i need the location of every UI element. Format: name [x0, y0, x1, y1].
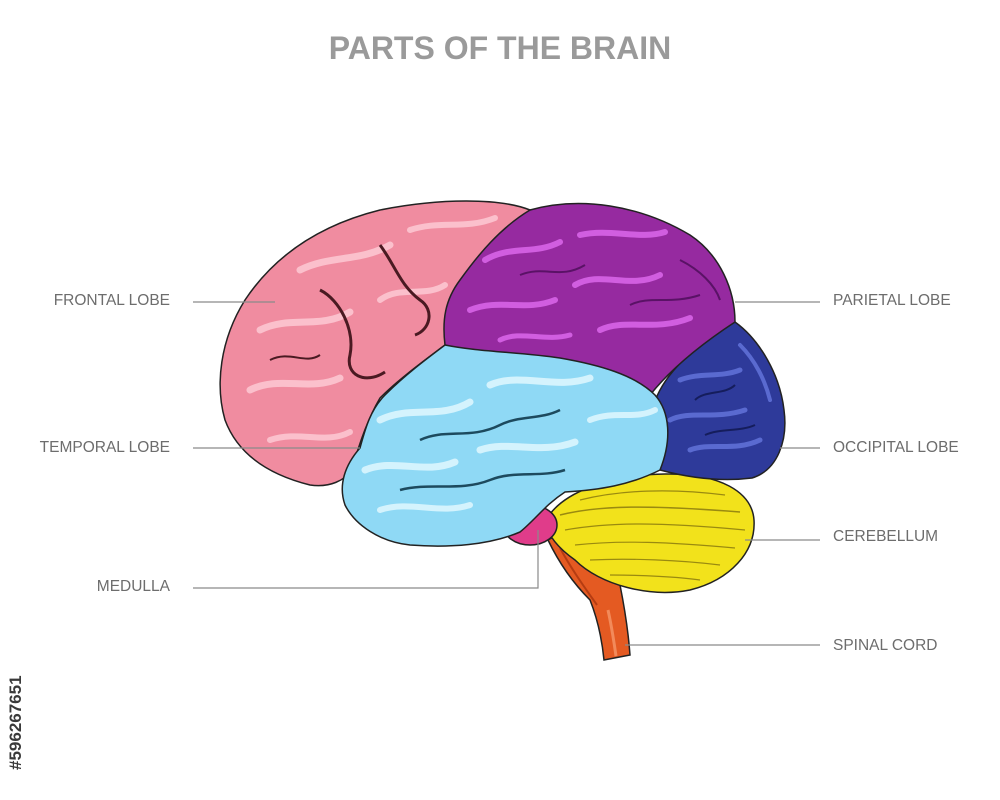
cerebellum-region — [544, 473, 755, 594]
parietal-lobe-label: PARIETAL LOBE — [833, 292, 951, 309]
stock-id-watermark: #596267651 — [4, 560, 25, 770]
medulla-leader — [193, 530, 539, 589]
spinal-cord-label: SPINAL CORD — [833, 637, 938, 654]
stock-id-text: #596267651 — [6, 675, 25, 770]
temporal-lobe-region — [341, 344, 669, 547]
frontal-lobe-label: FRONTAL LOBE — [53, 292, 170, 309]
diagram-title: PARTS OF THE BRAIN — [328, 30, 672, 66]
occipital-lobe-label: OCCIPITAL LOBE — [833, 439, 959, 456]
parietal-lobe-region — [441, 202, 736, 396]
medulla-label: MEDULLA — [96, 578, 170, 595]
frontal-lobe-region — [219, 200, 532, 487]
leader-lines — [193, 301, 820, 646]
cerebellum-label: CEREBELLUM — [833, 528, 939, 545]
temporal-lobe-label: TEMPORAL LOBE — [39, 439, 170, 456]
